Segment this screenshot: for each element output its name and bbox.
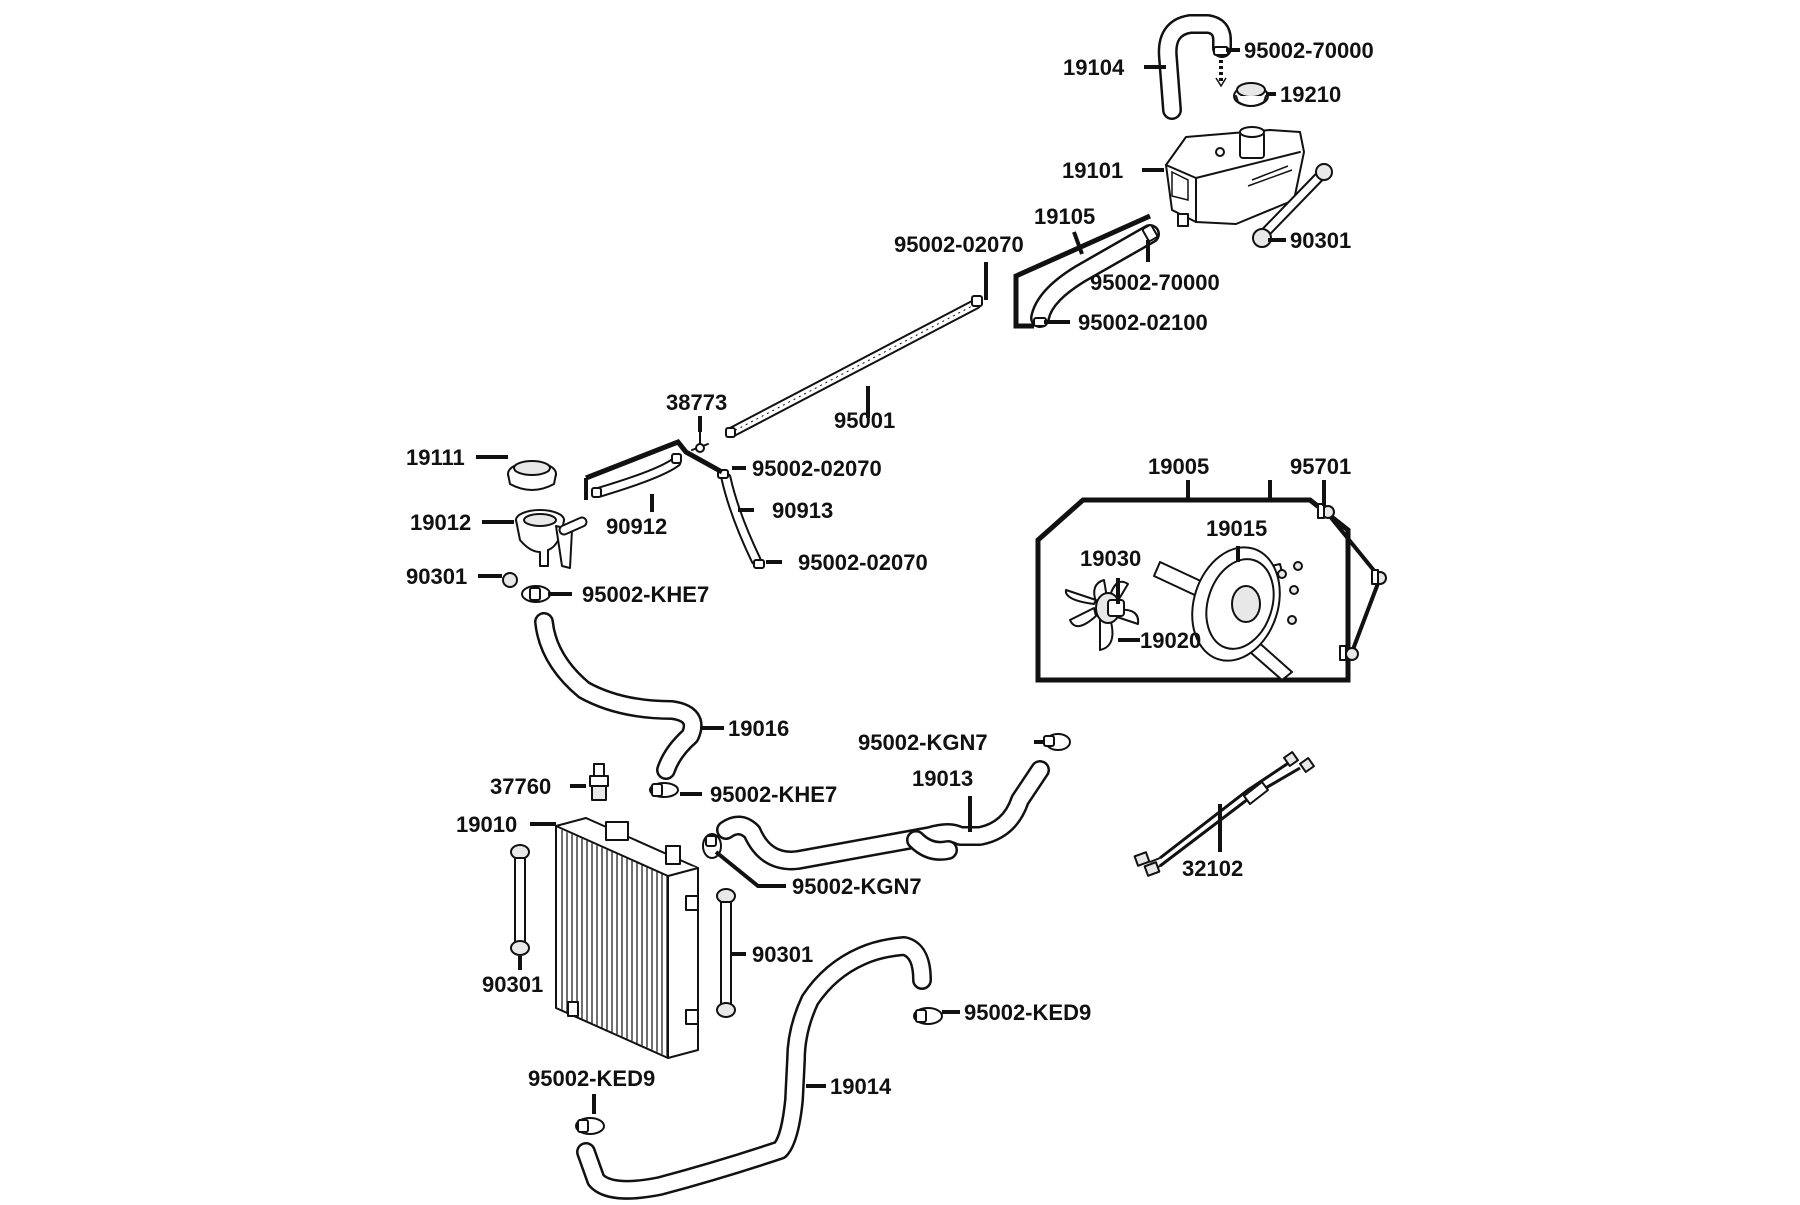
part-labels: 19104 95002-70000 19210 19101 90301 1910… — [406, 38, 1374, 1099]
label-19014: 19014 — [830, 1074, 892, 1099]
expansion-tank-19101 — [1165, 126, 1305, 227]
leader-lines — [476, 48, 1326, 1114]
hose-90912 — [591, 453, 682, 498]
label-90301-right: 90301 — [752, 942, 813, 967]
bolt-90301-neck — [502, 572, 518, 588]
bolts-95701 — [1317, 503, 1387, 661]
clamp-95002-KHE7-a — [521, 585, 551, 603]
label-95701: 95701 — [1290, 454, 1351, 479]
label-19030: 19030 — [1080, 546, 1141, 571]
mount-90301-left — [510, 844, 530, 956]
bolt-90301-tank — [1252, 163, 1333, 248]
radiator-cap-19111 — [507, 460, 557, 491]
clamp-95002-KHE7-b — [649, 782, 679, 798]
label-19101: 19101 — [1062, 158, 1123, 183]
label-95002-KED9-a: 95002-KED9 — [964, 1000, 1091, 1025]
label-95002-02100: 95002-02100 — [1078, 310, 1208, 335]
label-95001: 95001 — [834, 408, 895, 433]
radiator-19010 — [555, 817, 699, 1059]
label-95002-02070-c: 95002-02070 — [798, 550, 928, 575]
label-95002-02070-b: 95002-02070 — [752, 456, 882, 481]
label-95002-KGN7-b: 95002-KGN7 — [792, 874, 922, 899]
filler-neck-19012 — [515, 509, 588, 569]
label-19013: 19013 — [912, 766, 973, 791]
label-19105: 19105 — [1034, 204, 1095, 229]
tank-cap-19210 — [1233, 82, 1269, 107]
label-32102: 32102 — [1182, 856, 1243, 881]
wire-harness-32102 — [1133, 751, 1315, 877]
label-19016: 19016 — [728, 716, 789, 741]
hose-90913 — [717, 469, 765, 569]
fan-assembly-19005 — [1035, 480, 1351, 683]
hose-19105 — [1030, 224, 1160, 328]
hose-19014 — [576, 936, 932, 1200]
label-19012: 19012 — [410, 510, 471, 535]
label-37760: 37760 — [490, 774, 551, 799]
label-95002-KED9-b: 95002-KED9 — [528, 1066, 655, 1091]
label-19015: 19015 — [1206, 516, 1267, 541]
label-95002-KGN7-a: 95002-KGN7 — [858, 730, 988, 755]
t-joint-38773 — [691, 431, 709, 453]
clamp-95002-KED9-b — [575, 1117, 605, 1135]
clamp-95002-KGN7-a — [1043, 733, 1071, 751]
label-90301-neck: 90301 — [406, 564, 467, 589]
label-19104: 19104 — [1063, 55, 1125, 80]
label-95002-70000-top: 95002-70000 — [1244, 38, 1374, 63]
label-95002-70000-mid: 95002-70000 — [1090, 270, 1220, 295]
label-90301-tank: 90301 — [1290, 228, 1351, 253]
clamp-95002-KED9-a — [913, 1007, 943, 1025]
label-90301-left: 90301 — [482, 972, 543, 997]
label-19210: 19210 — [1280, 82, 1341, 107]
breather-hose-95001 — [725, 295, 983, 438]
label-19020: 19020 — [1140, 628, 1201, 653]
label-19010: 19010 — [456, 812, 517, 837]
fan-shroud-19015 — [1153, 546, 1293, 681]
label-95002-KHE7-b: 95002-KHE7 — [710, 782, 837, 807]
label-19005: 19005 — [1148, 454, 1209, 479]
sensor-37760 — [589, 763, 609, 801]
label-90912: 90912 — [606, 514, 667, 539]
label-95002-02070-a: 95002-02070 — [894, 232, 1024, 257]
vent-hose-19104 — [1157, 14, 1232, 120]
hose-19016 — [534, 612, 703, 780]
hose-19013 — [716, 760, 1050, 871]
label-38773: 38773 — [666, 390, 727, 415]
label-95002-KHE7-a: 95002-KHE7 — [582, 582, 709, 607]
clamp-95002-70000-top — [1213, 46, 1229, 88]
screws-fan — [1277, 561, 1303, 625]
label-90913: 90913 — [772, 498, 833, 523]
label-19111: 19111 — [406, 445, 465, 470]
